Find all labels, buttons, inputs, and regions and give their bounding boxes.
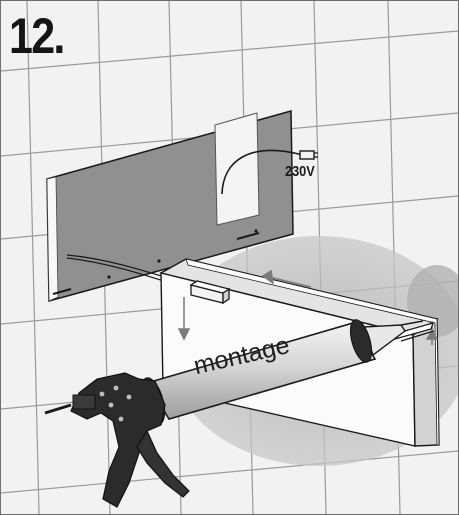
caulking-gun-icon (44, 319, 424, 508)
power-cable (221, 149, 304, 195)
voltage-label: 230V (285, 163, 315, 180)
step-number: 12. (9, 8, 65, 64)
arrow-icon (177, 269, 439, 345)
connector-block (189, 280, 231, 305)
wall-recess (46, 110, 294, 302)
power-plug-icon (299, 150, 318, 160)
